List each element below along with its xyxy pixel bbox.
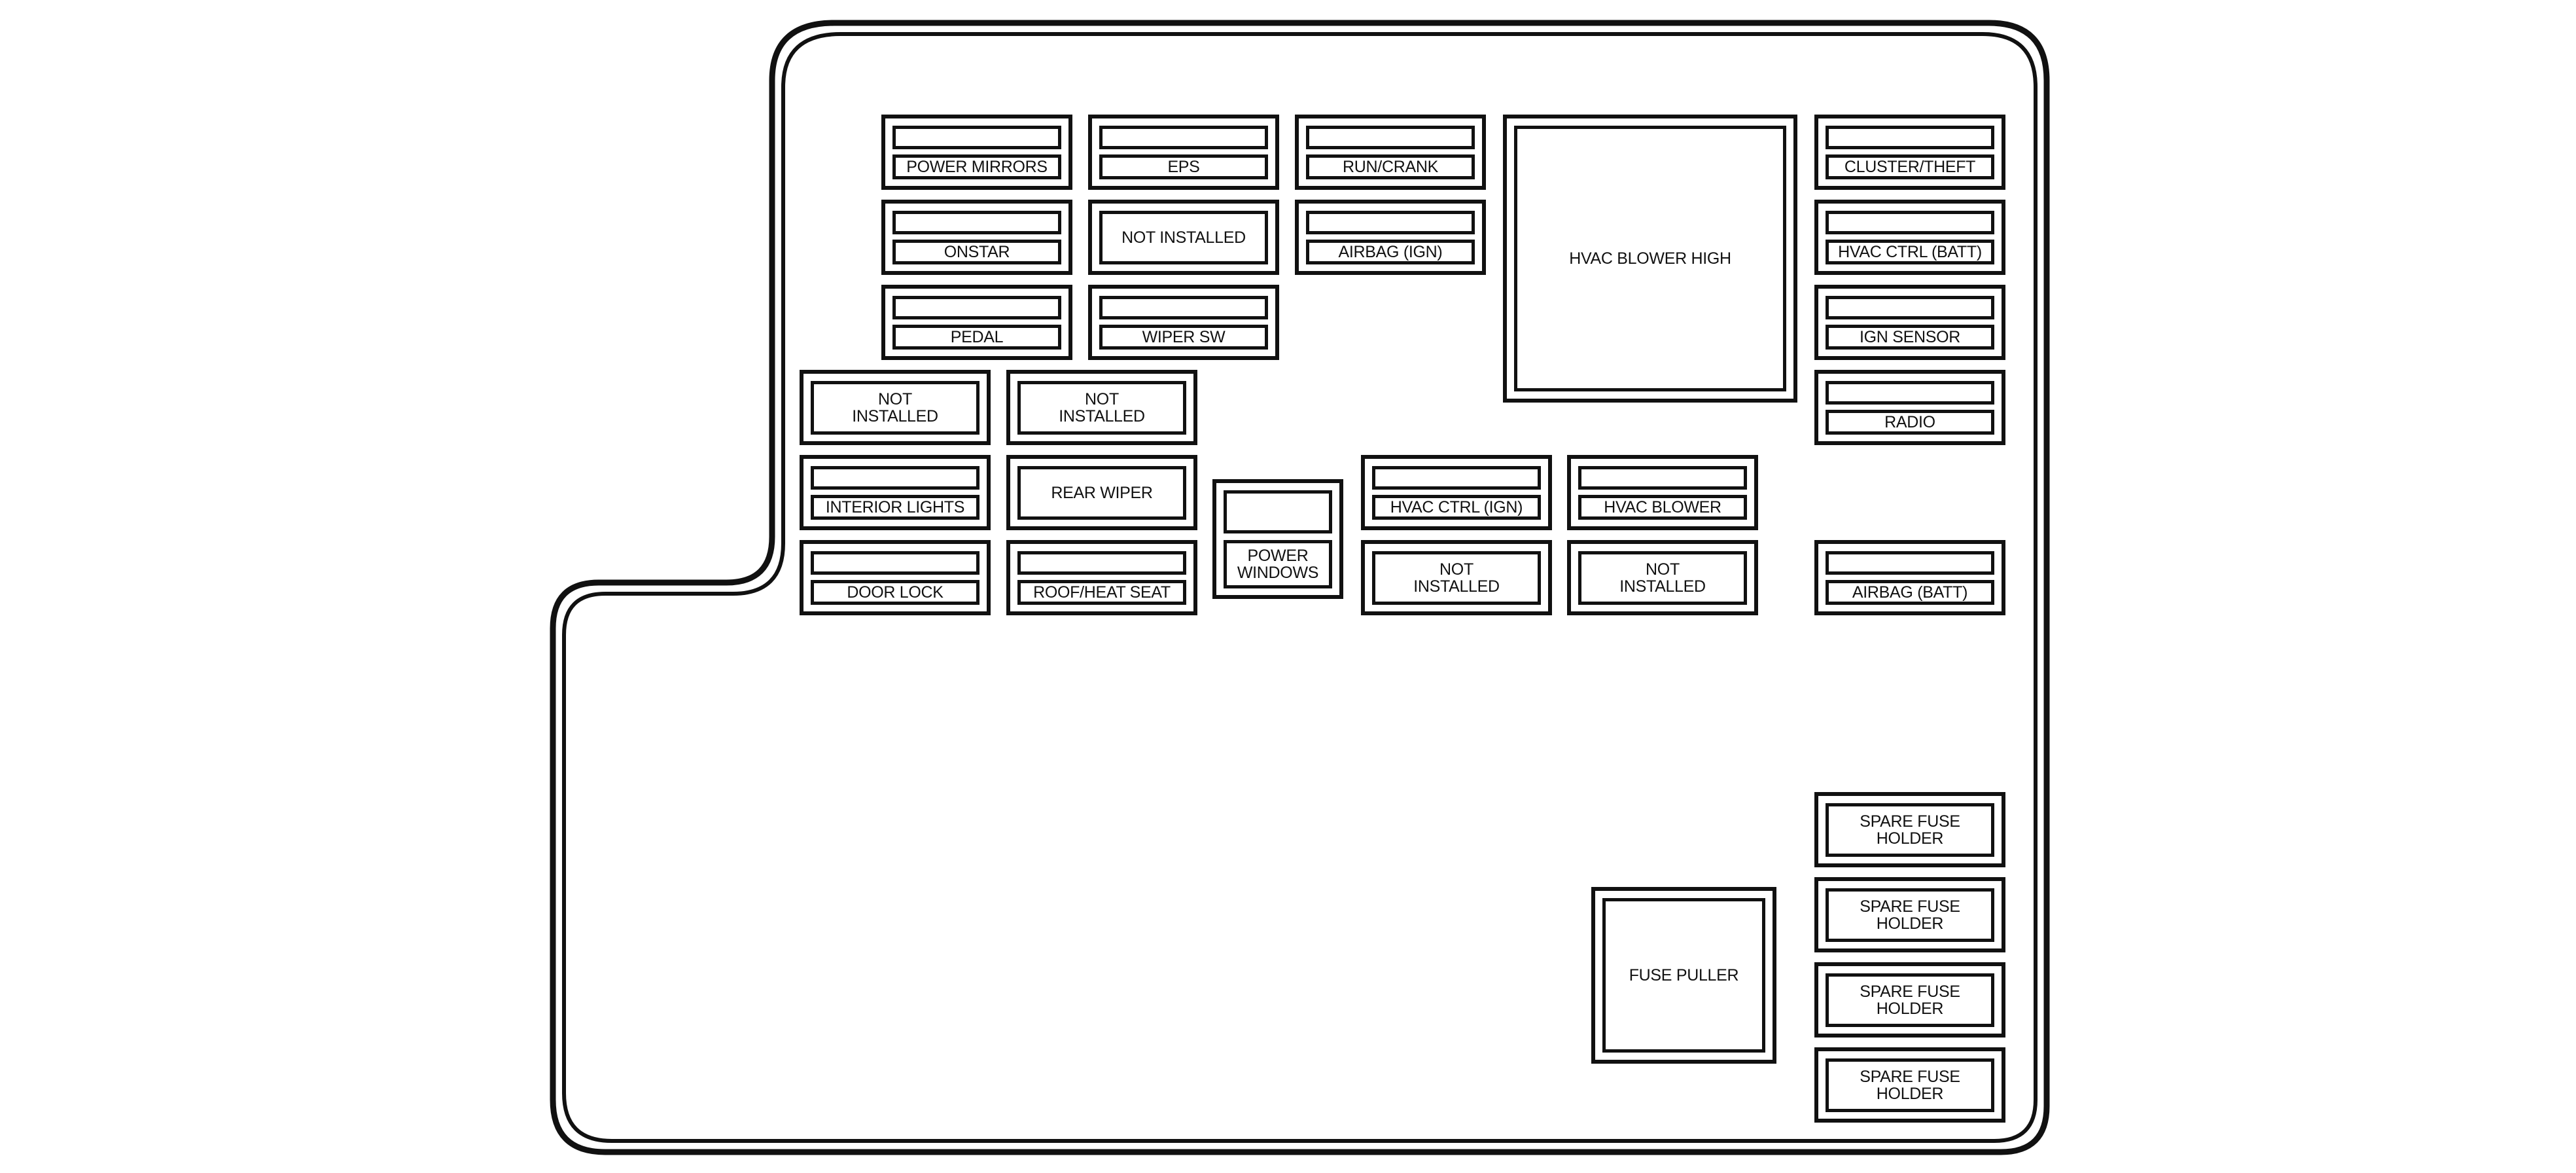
fuse-label: CLUSTER/THEFT [1826, 154, 1994, 179]
fuse-slot [892, 126, 1061, 149]
fuse-cluster-theft: CLUSTER/THEFT [1814, 115, 2005, 190]
fuse-slot [1372, 466, 1541, 490]
fuse-pedal: PEDAL [881, 285, 1072, 360]
fuse-puller-label: FUSE PULLER [1602, 898, 1765, 1053]
fuse-hvac-ctrl-ign: HVAC CTRL (IGN) [1361, 455, 1552, 530]
fuse-door-lock: DOOR LOCK [800, 540, 991, 615]
fuse-slot [1826, 211, 1994, 234]
fuse-slot [1017, 551, 1186, 575]
fuse-roof-heat-seat: ROOF/HEAT SEAT [1006, 540, 1197, 615]
fuse-hvac-ctrl-batt: HVAC CTRL (BATT) [1814, 200, 2005, 275]
fuse-onstar: ONSTAR [881, 200, 1072, 275]
fuse-interior-lights: INTERIOR LIGHTS [800, 455, 991, 530]
fuse-label: NOT INSTALLED [1099, 211, 1268, 264]
fuse-label: POWER WINDOWS [1224, 540, 1332, 588]
relay-hvac-blower-high: HVAC BLOWER HIGH [1503, 115, 1797, 403]
fuse-label: HVAC CTRL (BATT) [1826, 240, 1994, 264]
fuse-label: POWER MIRRORS [892, 154, 1061, 179]
fuse-label: HVAC BLOWER [1578, 495, 1747, 520]
fuse-label: NOT INSTALLED [1372, 551, 1541, 605]
fuse-wiper-sw: WIPER SW [1088, 285, 1279, 360]
fuse-power-windows: POWER WINDOWS [1212, 479, 1343, 599]
fuse-airbag-batt: AIRBAG (BATT) [1814, 540, 2005, 615]
fuse-slot [1826, 381, 1994, 405]
spare-fuse-holder: SPARE FUSE HOLDER [1814, 1047, 2005, 1123]
fuse-slot [1306, 211, 1475, 234]
spare-fuse-holder: SPARE FUSE HOLDER [1814, 792, 2005, 867]
fuse-eps: EPS [1088, 115, 1279, 190]
fuse-power-mirrors: POWER MIRRORS [881, 115, 1072, 190]
relay-label: HVAC BLOWER HIGH [1514, 126, 1786, 391]
fuse-slot [1826, 126, 1994, 149]
fuse-slot [811, 551, 979, 575]
fuse-label: AIRBAG (BATT) [1826, 580, 1994, 605]
fuse-not-installed: NOT INSTALLED [1361, 540, 1552, 615]
fuse-not-installed: NOT INSTALLED [1088, 200, 1279, 275]
spare-fuse-holder-label: SPARE FUSE HOLDER [1826, 973, 1994, 1027]
fuse-slot [1578, 466, 1747, 490]
fuse-slot [892, 211, 1061, 234]
fuse-label: NOT INSTALLED [811, 381, 979, 435]
fuse-label: HVAC CTRL (IGN) [1372, 495, 1541, 520]
fuse-hvac-blower: HVAC BLOWER [1567, 455, 1758, 530]
fuse-label: ROOF/HEAT SEAT [1017, 580, 1186, 605]
fuse-label: INTERIOR LIGHTS [811, 495, 979, 520]
fuse-slot [811, 466, 979, 490]
spare-fuse-holder: SPARE FUSE HOLDER [1814, 877, 2005, 952]
fuse-slot [892, 296, 1061, 319]
fuse-label: RADIO [1826, 410, 1994, 435]
fuse-slot [1306, 126, 1475, 149]
fuse-slot [1224, 490, 1332, 533]
fuse-label: NOT INSTALLED [1017, 381, 1186, 435]
spare-fuse-holder: SPARE FUSE HOLDER [1814, 962, 2005, 1038]
fuse-label: REAR WIPER [1017, 466, 1186, 520]
fuse-label: PEDAL [892, 325, 1061, 350]
fuse-slot [1826, 296, 1994, 319]
spare-fuse-holder-label: SPARE FUSE HOLDER [1826, 888, 1994, 942]
fuse-slot [1099, 126, 1268, 149]
fuse-not-installed: NOT INSTALLED [1567, 540, 1758, 615]
fuse-label: EPS [1099, 154, 1268, 179]
fuse-label: ONSTAR [892, 240, 1061, 264]
fuse-puller: FUSE PULLER [1591, 887, 1776, 1064]
fuse-not-installed: NOT INSTALLED [800, 370, 991, 445]
fuse-airbag-ign: AIRBAG (IGN) [1295, 200, 1486, 275]
fuse-label: NOT INSTALLED [1578, 551, 1747, 605]
spare-fuse-holder-label: SPARE FUSE HOLDER [1826, 1058, 1994, 1112]
fuse-run-crank: RUN/CRANK [1295, 115, 1486, 190]
spare-fuse-holder-label: SPARE FUSE HOLDER [1826, 803, 1994, 857]
fuse-label: IGN SENSOR [1826, 325, 1994, 350]
fuse-slot [1099, 296, 1268, 319]
fuse-label: WIPER SW [1099, 325, 1268, 350]
fuse-label: DOOR LOCK [811, 580, 979, 605]
fuse-not-installed: NOT INSTALLED [1006, 370, 1197, 445]
fuse-label: RUN/CRANK [1306, 154, 1475, 179]
fuse-label: AIRBAG (IGN) [1306, 240, 1475, 264]
fuse-slot [1826, 551, 1994, 575]
fuse-radio: RADIO [1814, 370, 2005, 445]
fuse-rear-wiper: REAR WIPER [1006, 455, 1197, 530]
fuse-ign-sensor: IGN SENSOR [1814, 285, 2005, 360]
